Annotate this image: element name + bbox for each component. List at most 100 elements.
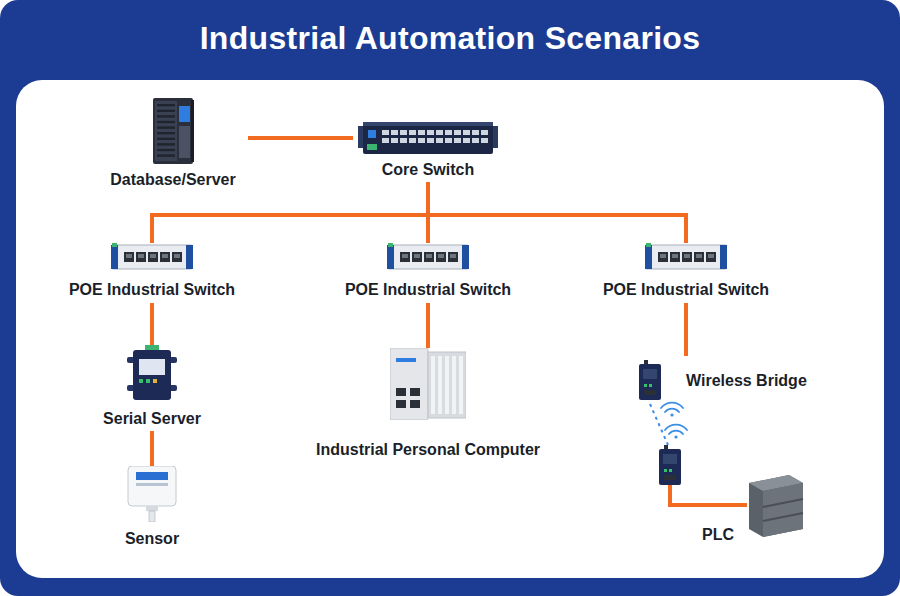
device-node: PLC [650, 445, 810, 550]
graphic-part [672, 254, 678, 258]
graphic-part [155, 101, 177, 161]
device-node: Wireless Bridge [632, 356, 832, 404]
network-cable [248, 136, 353, 140]
graphic-part [664, 475, 676, 480]
graphic-part [126, 466, 178, 522]
graphic-part [111, 245, 118, 269]
graphic-part [427, 138, 434, 143]
graphic-part [472, 130, 479, 135]
graphic-part [427, 130, 434, 135]
graphic-part [363, 122, 493, 154]
poe-icon [645, 243, 727, 271]
graphic-part [157, 149, 175, 151]
graphic-part [146, 506, 158, 511]
graphic-part [635, 360, 665, 400]
graphic-part [684, 254, 690, 258]
graphic-part [388, 243, 393, 247]
graphic-part [660, 254, 666, 258]
graphic-part [128, 466, 176, 506]
graphic-part [387, 245, 394, 269]
graphic-part [396, 388, 406, 396]
graphic-part [428, 352, 466, 418]
graphic-part [454, 130, 461, 135]
graphic-part [412, 252, 422, 262]
graphic-part [763, 483, 803, 537]
graphic-part [670, 252, 680, 262]
graphic-part [665, 409, 679, 412]
device-node: Serial Server [82, 345, 222, 431]
graphic-part [358, 120, 498, 154]
graphic-part [179, 126, 190, 158]
device-node: Core Switch [353, 120, 503, 182]
graphic-part [418, 138, 425, 143]
device-node: Sensor [102, 466, 202, 552]
graphic-part [472, 138, 479, 143]
graphic-part [646, 243, 651, 247]
graphic-part [436, 138, 443, 143]
graphic-part [424, 252, 434, 262]
graphic-part [133, 350, 171, 400]
graphic-part [664, 469, 667, 472]
graphic-part [436, 130, 443, 135]
graphic-part [136, 483, 168, 486]
graphic-part [179, 106, 190, 122]
device-label: Industrial Personal Computer [316, 440, 540, 460]
graphic-part [661, 403, 683, 408]
network-cable [428, 182, 686, 243]
graphic-part [418, 130, 425, 135]
graphic-part [149, 511, 155, 522]
graphic-part [745, 473, 805, 539]
device-node: POE Industrial Switch [57, 243, 247, 303]
graphic-part [463, 138, 470, 143]
graphic-part [643, 369, 657, 379]
graphic-part [409, 138, 416, 143]
graphic-part [136, 472, 168, 480]
graphic-part [160, 252, 170, 262]
graphic-part [391, 130, 398, 135]
graphic-part [463, 130, 470, 135]
network-cable [684, 303, 688, 356]
server-icon [149, 98, 197, 164]
graphic-part [396, 358, 416, 362]
graphic-part [111, 245, 193, 269]
graphic-part [157, 143, 175, 145]
graphic-part [645, 245, 652, 269]
graphic-part [148, 252, 158, 262]
graphic-part [153, 379, 157, 383]
graphic-part [438, 356, 442, 414]
graphic-part [669, 431, 683, 434]
graphic-part [146, 379, 150, 383]
graphic-part [708, 254, 714, 258]
graphic-part [663, 454, 677, 464]
graphic-part [139, 379, 143, 383]
graphic-part [126, 254, 132, 258]
graphic-part [136, 252, 146, 262]
graphic-part [645, 245, 727, 269]
graphic-part [396, 400, 406, 408]
graphic-part [669, 469, 672, 472]
graphic-part [694, 252, 704, 262]
graphic-part [674, 435, 677, 438]
graphic-part [157, 126, 175, 128]
graphic-part [387, 245, 469, 269]
graphic-part [452, 356, 456, 414]
graphic-part [124, 252, 134, 262]
graphic-part [139, 359, 165, 375]
graphic-part [445, 138, 452, 143]
device-label: POE Industrial Switch [345, 280, 511, 300]
graphic-part [191, 100, 194, 162]
poe-icon [387, 243, 469, 271]
graphic-part [448, 252, 458, 262]
graphic-part [438, 254, 444, 258]
graphic-part [112, 243, 117, 247]
graphic-part [400, 138, 407, 143]
graphic-part [720, 245, 727, 269]
graphic-part [670, 413, 673, 416]
poe-icon [111, 243, 193, 271]
bridge-icon [635, 360, 665, 400]
graphic-part [454, 138, 461, 143]
graphic-part [426, 254, 432, 258]
graphic-part [436, 252, 446, 262]
graphic-part [763, 499, 803, 507]
